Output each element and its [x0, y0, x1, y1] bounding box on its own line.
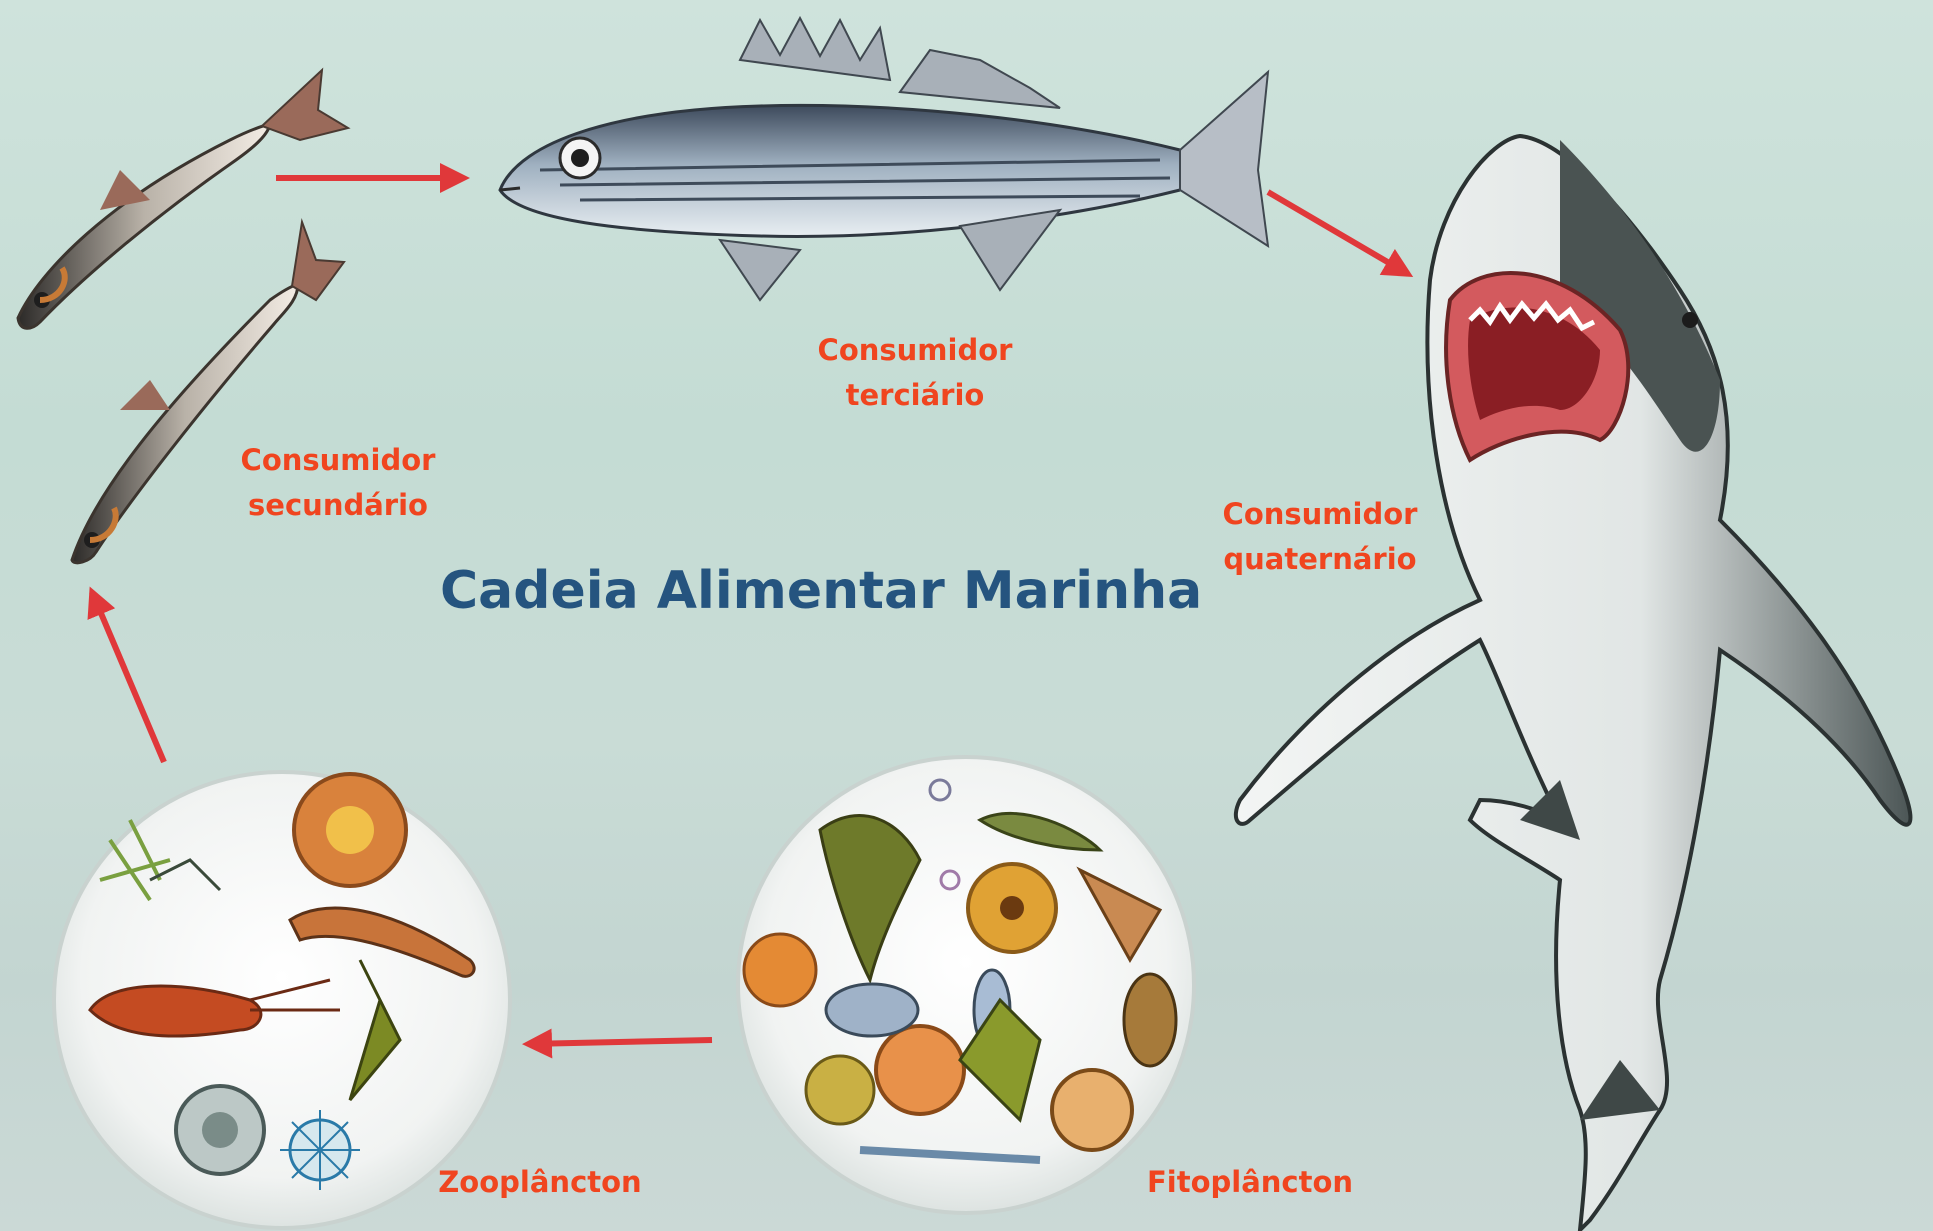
label-quaternary-line1: Consumidor	[1200, 492, 1440, 537]
label-quaternary-consumer: Consumidor quaternário	[1200, 492, 1440, 582]
arrow-tertiary-to-quaternary	[1268, 192, 1408, 274]
phytoplankton-circle	[738, 757, 1194, 1213]
arrow-zoo-to-secondary	[92, 592, 164, 762]
label-tertiary-line2: terciário	[795, 373, 1035, 418]
shark-icon	[1236, 136, 1911, 1230]
label-phytoplankton: Fitoplâncton	[1130, 1160, 1370, 1205]
label-tertiary-line1: Consumidor	[795, 328, 1035, 373]
label-tertiary-consumer: Consumidor terciário	[795, 328, 1035, 418]
label-secondary-consumer: Consumidor secundário	[218, 438, 458, 528]
tertiary-fish-icon	[500, 18, 1268, 300]
label-secondary-line1: Consumidor	[218, 438, 458, 483]
arrow-phyto-to-zoo	[528, 1040, 712, 1044]
label-secondary-line2: secundário	[218, 483, 458, 528]
label-quaternary-line2: quaternário	[1200, 537, 1440, 582]
diagram-title: Cadeia Alimentar Marinha	[440, 553, 1200, 629]
label-zooplankton: Zooplâncton	[420, 1160, 660, 1205]
